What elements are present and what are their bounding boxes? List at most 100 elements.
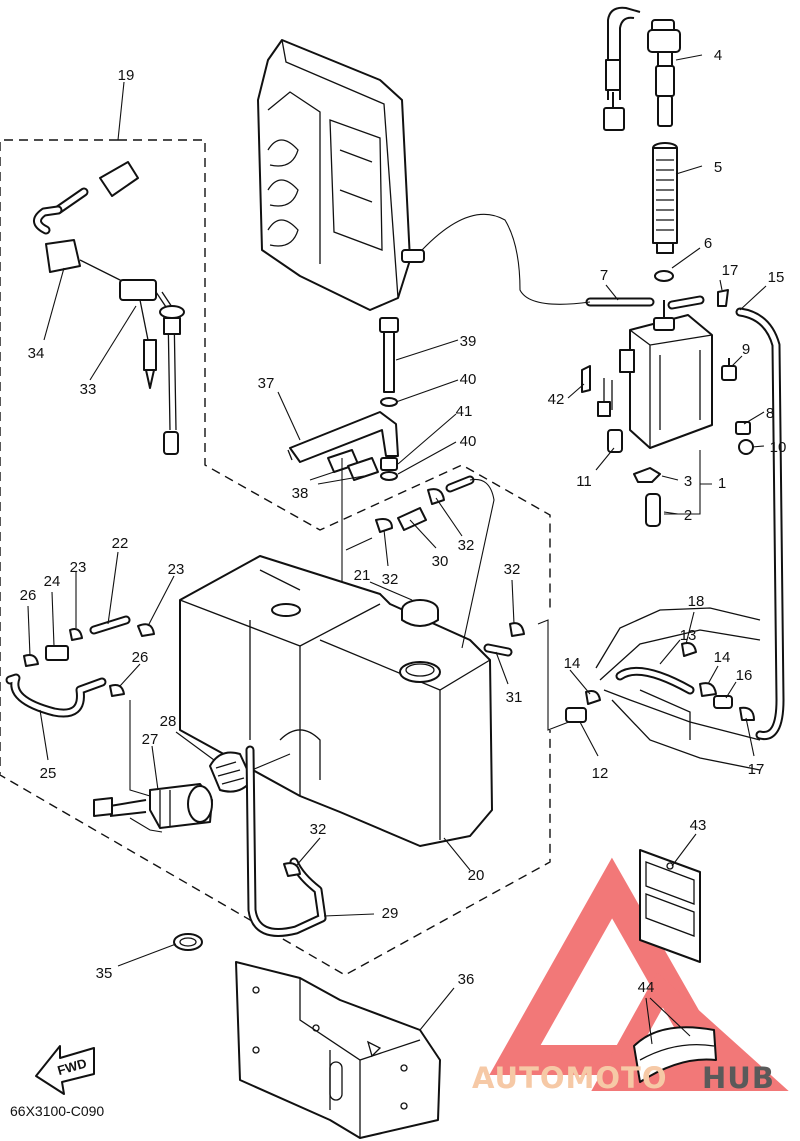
callout-8: 8 (766, 405, 774, 422)
callout-9: 9 (742, 341, 750, 358)
callout-14b: 14 (714, 649, 731, 666)
callout-39: 39 (460, 333, 477, 350)
hose-clip (283, 862, 301, 877)
callout-14a: 14 (564, 655, 581, 672)
hose-clip (681, 642, 697, 657)
bolt (379, 317, 399, 393)
fuel-tank (179, 555, 493, 847)
callout-40a: 40 (460, 371, 477, 388)
callout-1: 1 (718, 475, 726, 492)
callout-12: 12 (592, 765, 609, 782)
caution-label-43 (639, 849, 701, 963)
callout-32c: 32 (504, 561, 521, 578)
water-separator-assembly (619, 300, 713, 449)
fitting-pipe (645, 493, 661, 527)
callouts: 1 2 3 4 5 6 7 8 9 10 11 12 13 14 14 15 1… (20, 47, 787, 996)
nipple (735, 421, 751, 435)
fuel-pump (93, 783, 213, 833)
hose-fuel-31 (483, 643, 513, 657)
hose-clip (109, 684, 125, 697)
hose-return (735, 307, 785, 741)
callout-43: 43 (690, 817, 707, 834)
fuel-sender-wiring (603, 6, 681, 131)
callout-15: 15 (768, 269, 785, 286)
callout-41: 41 (456, 403, 473, 420)
joint-12 (565, 707, 587, 723)
callout-19: 19 (118, 67, 135, 84)
water-sensor (597, 378, 623, 453)
callout-32d: 32 (310, 821, 327, 838)
hose-clip (69, 628, 83, 641)
callout-24: 24 (44, 573, 61, 590)
callout-37: 37 (258, 375, 275, 392)
callout-17b: 17 (748, 761, 765, 778)
callout-25: 25 (40, 765, 57, 782)
callout-31: 31 (506, 689, 523, 706)
callout-23a: 23 (70, 559, 87, 576)
callout-33: 33 (80, 381, 97, 398)
hose-clip (699, 682, 717, 697)
washer (380, 471, 398, 481)
callout-6: 6 (704, 235, 712, 252)
callout-16: 16 (736, 667, 753, 684)
callout-10: 10 (770, 439, 787, 456)
collar (380, 457, 398, 471)
hose-clip (739, 706, 755, 721)
callout-7: 7 (600, 267, 608, 284)
wire-clamp (173, 933, 203, 951)
hose-joint (397, 507, 427, 531)
hose-short (445, 475, 475, 493)
hose-clip (509, 622, 525, 637)
callout-42: 42 (548, 391, 565, 408)
watermark-part2: HUB (702, 1061, 775, 1095)
watermark-text: AUTOMOTO HUB (472, 1061, 775, 1095)
callout-32b: 32 (382, 571, 399, 588)
callout-36: 36 (458, 971, 475, 988)
assembly-boundary-19 (0, 139, 551, 976)
callout-11: 11 (576, 473, 592, 490)
leader-lines (27, 54, 767, 1045)
callout-4: 4 (714, 47, 722, 64)
callout-29: 29 (382, 905, 399, 922)
callout-28: 28 (160, 713, 177, 730)
forward-arrow-icon: FWD (35, 1045, 95, 1095)
hose-13 (615, 666, 695, 695)
callout-2: 2 (684, 507, 692, 524)
diagram-code: 66X3100-C090 (10, 1103, 104, 1119)
hull-section (595, 607, 761, 771)
callout-13: 13 (680, 627, 697, 644)
bracket-spacers (327, 449, 379, 481)
callout-26b: 26 (132, 649, 149, 666)
hose-clip (585, 690, 601, 705)
hose-clip (137, 623, 155, 637)
gasket (581, 365, 591, 393)
callout-17a: 17 (722, 262, 739, 279)
hose-fitting (633, 467, 661, 483)
callout-21: 21 (354, 567, 371, 584)
hose-22 (89, 615, 131, 635)
callout-38: 38 (292, 485, 309, 502)
o-ring (654, 270, 674, 282)
fuel-hose-25 (5, 673, 107, 718)
callout-5: 5 (714, 159, 722, 176)
fuel-cap (401, 599, 439, 627)
callout-26a: 26 (20, 587, 37, 604)
watermark-part1: AUTOMOTO (472, 1061, 667, 1095)
callout-35: 35 (96, 965, 113, 982)
bleed-screw (721, 358, 737, 381)
callout-20: 20 (468, 867, 485, 884)
fuel-joint (45, 645, 69, 661)
drain-screw (738, 439, 754, 455)
tank-tray (235, 961, 441, 1139)
hose-clip (427, 488, 445, 505)
hose-clip (375, 518, 393, 533)
joint-16 (713, 695, 733, 709)
washer (380, 397, 398, 407)
callout-34: 34 (28, 345, 45, 362)
callout-44: 44 (638, 979, 655, 996)
callout-30: 30 (432, 553, 449, 570)
callout-3: 3 (684, 473, 692, 490)
fuel-level-harness (33, 161, 185, 455)
fuel-strainer (652, 142, 678, 254)
